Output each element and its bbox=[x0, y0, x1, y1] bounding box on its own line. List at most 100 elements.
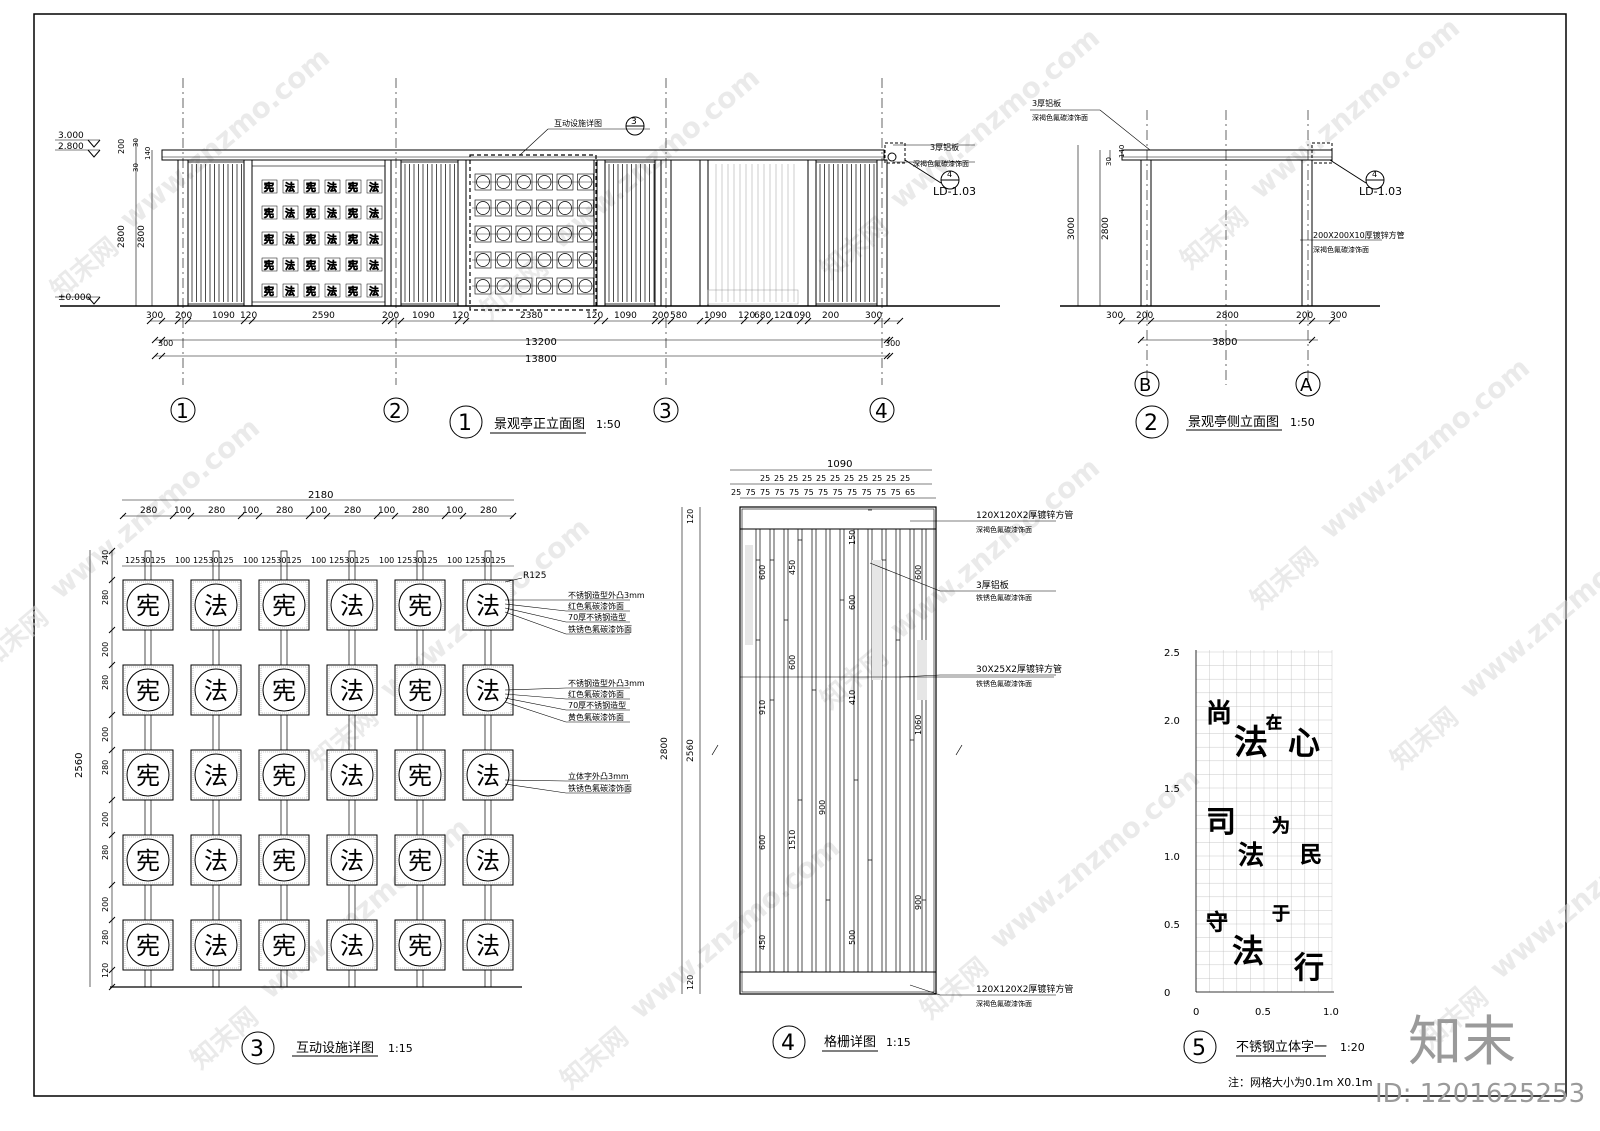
dim-label-bottom: 120 bbox=[240, 311, 257, 321]
tile-char: 宪 bbox=[136, 677, 160, 705]
tile-char: 法 bbox=[204, 677, 228, 705]
drawing-3-number: 3 bbox=[250, 1037, 264, 1062]
dim-v-30: 30 bbox=[1105, 157, 1113, 166]
dim-top: 25 bbox=[858, 474, 868, 483]
watermark-cn: 知末网 bbox=[0, 602, 54, 675]
dim-top: 75 bbox=[847, 488, 857, 497]
panel-char: 法 bbox=[285, 181, 295, 194]
tile-char: 宪 bbox=[408, 847, 432, 875]
dim-sub: 100 bbox=[447, 556, 462, 565]
dim-label-bottom: 200 bbox=[382, 311, 399, 321]
watermark-text: www.znzmo.com bbox=[1483, 791, 1600, 985]
material-note: 120X120X2厚镀锌方管 bbox=[976, 509, 1073, 521]
panel-char: 宪 bbox=[306, 181, 316, 194]
panel-char: 宪 bbox=[306, 259, 316, 272]
panel-char: 宪 bbox=[264, 233, 274, 246]
dim-label-bottom: 1090 bbox=[212, 311, 235, 321]
grille-detail bbox=[681, 469, 1056, 1059]
dim-top: 100 bbox=[310, 506, 327, 516]
axis-B: B bbox=[1139, 375, 1151, 396]
dim-inner: 1060 bbox=[914, 715, 923, 735]
tile-char: 宪 bbox=[136, 932, 160, 960]
stainless-char: 民 bbox=[1300, 843, 1322, 868]
material-note: 红色氟碳漆饰面 bbox=[568, 601, 624, 611]
dim-top: 280 bbox=[344, 506, 361, 516]
drawing-4-scale: 1:15 bbox=[886, 1036, 911, 1049]
dim-label-bottom: 120 bbox=[774, 311, 791, 321]
dim-left: 280 bbox=[101, 845, 110, 860]
y-tick: 2.0 bbox=[1164, 716, 1180, 727]
dim-sub: 12530125 bbox=[125, 556, 166, 565]
dim-13200: 13200 bbox=[525, 337, 557, 348]
dim-inner: 450 bbox=[758, 935, 767, 950]
tile-char: 法 bbox=[340, 592, 364, 620]
material-note: 深褐色氟碳漆饰面 bbox=[976, 999, 1032, 1008]
drawing-1-number: 1 bbox=[458, 411, 472, 436]
dim-inner: 410 bbox=[848, 690, 857, 705]
dim-left: 280 bbox=[101, 675, 110, 690]
dim-v-2800: 2800 bbox=[1101, 217, 1111, 240]
drawing-5-number: 5 bbox=[1192, 1036, 1206, 1061]
id-label: ID: 1201625253 bbox=[1375, 1079, 1585, 1109]
stainless-char: 在 bbox=[1266, 713, 1282, 732]
detail-num: 4 bbox=[1372, 170, 1377, 179]
dim-top: 25 bbox=[816, 474, 826, 483]
stainless-char: 法 bbox=[1238, 841, 1264, 871]
drawing-3-scale: 1:15 bbox=[388, 1042, 413, 1055]
dim-edge-left: 300 bbox=[158, 339, 173, 348]
drawing-2-title: 景观亭侧立面图 bbox=[1188, 414, 1279, 430]
drawing-4-title: 格栅详图 bbox=[824, 1034, 876, 1050]
material-note: 不锈钢造型外凸3mm bbox=[568, 590, 645, 600]
dim-13800: 13800 bbox=[525, 354, 557, 365]
material-note: 30X25X2厚镀锌方管 bbox=[976, 663, 1062, 675]
material-note: 黄色氟碳漆饰面 bbox=[568, 712, 624, 722]
material-note: 铁锈色氟碳漆饰面 bbox=[976, 593, 1032, 602]
roof-note-2: 深褐色氟碳漆饰面 bbox=[1032, 113, 1088, 122]
panel-char: 法 bbox=[285, 207, 295, 220]
y-tick: 2.5 bbox=[1164, 648, 1180, 659]
axis-3: 3 bbox=[659, 399, 672, 423]
material-note: 铁锈色氟碳漆饰面 bbox=[976, 679, 1032, 688]
dim-left: 280 bbox=[101, 590, 110, 605]
stainless-char: 行 bbox=[1294, 951, 1324, 986]
dim-1090: 1090 bbox=[827, 459, 852, 470]
dim-top: 280 bbox=[208, 506, 225, 516]
y-tick: 0.5 bbox=[1164, 920, 1180, 931]
drawing-3-title: 互动设施详图 bbox=[296, 1041, 374, 1056]
tile-char: 法 bbox=[340, 762, 364, 790]
dim-v-200: 200 bbox=[117, 139, 126, 154]
tile-char: 宪 bbox=[272, 592, 296, 620]
panel-char: 法 bbox=[327, 285, 337, 298]
dim-inner: 450 bbox=[788, 560, 797, 575]
panel-char: 法 bbox=[369, 233, 379, 246]
dim-edge-right: 300 bbox=[885, 339, 900, 348]
detail-num: 4 bbox=[947, 170, 952, 179]
dim-top: 100 bbox=[446, 506, 463, 516]
dim-v-140: 140 bbox=[144, 147, 152, 160]
watermark-cn: 知末网 bbox=[815, 212, 894, 285]
stainless-char: 心 bbox=[1288, 724, 1320, 762]
tile-char: 宪 bbox=[272, 932, 296, 960]
tile-char: 宪 bbox=[408, 677, 432, 705]
dim-label-bottom: 200 bbox=[1136, 311, 1153, 321]
watermark-text: www.znzmo.com bbox=[1453, 511, 1600, 705]
tile-char: 宪 bbox=[136, 592, 160, 620]
stainless-3d-text-drawing bbox=[1183, 650, 1334, 1064]
dim-top: 280 bbox=[480, 506, 497, 516]
dim-top: 25 bbox=[830, 474, 840, 483]
dim-label-bottom: 200 bbox=[1296, 311, 1313, 321]
dim-sub: 12530125 bbox=[465, 556, 506, 565]
dim-top: 25 bbox=[774, 474, 784, 483]
dim-label-bottom: 580 bbox=[670, 311, 687, 321]
tile-char: 法 bbox=[204, 762, 228, 790]
dim-label-bottom: 300 bbox=[146, 311, 163, 321]
dim-top: 25 bbox=[844, 474, 854, 483]
dim-top: 75 bbox=[775, 488, 785, 497]
callout-num: 3 bbox=[631, 117, 637, 127]
dim-top: 25 bbox=[802, 474, 812, 483]
material-note: 立体字外凸3mm bbox=[568, 771, 629, 781]
dim-inner: 600 bbox=[848, 595, 857, 610]
stainless-char: 尚 bbox=[1206, 699, 1232, 729]
panel-char: 法 bbox=[327, 207, 337, 220]
